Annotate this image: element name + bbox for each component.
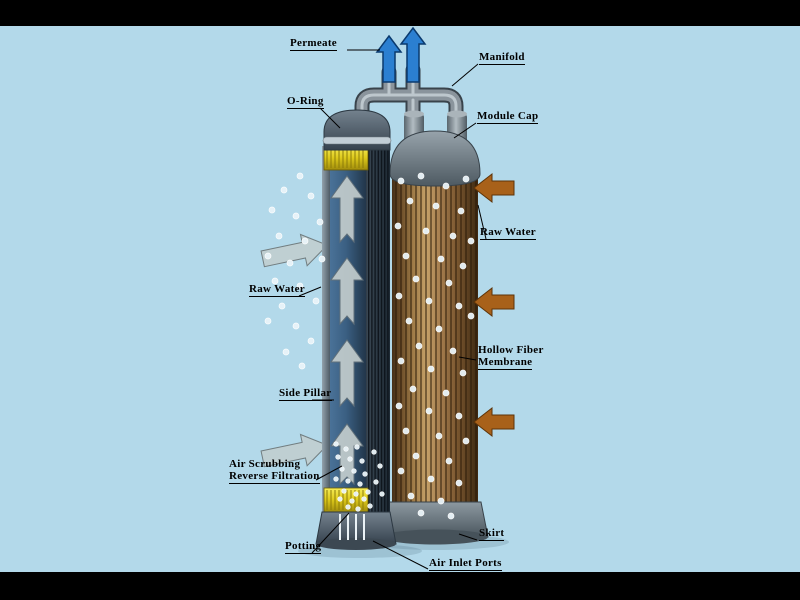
raw-water-inlet-arrows — [260, 233, 329, 468]
permeate-flow-arrows — [375, 26, 427, 83]
label-hollow-fiber-line1: Hollow Fiber — [478, 344, 544, 356]
bottom-letterbox-bar — [0, 572, 800, 600]
label-manifold: Manifold — [479, 51, 525, 65]
label-raw-water-right-text: Raw Water — [480, 226, 536, 240]
air-inlet-ports-leader-line — [372, 540, 429, 570]
raw-water-arrow-icon — [473, 172, 515, 204]
label-permeate-text: Permeate — [290, 37, 337, 51]
raw-water-right-leader-line — [477, 204, 487, 240]
label-o-ring-text: O-Ring — [287, 95, 324, 109]
o-ring-band — [322, 136, 392, 145]
permeate-arrow-up-icon — [375, 34, 403, 83]
label-air-scrubbing-line2: Reverse Filtration — [229, 470, 320, 484]
skirt-leader-line — [458, 533, 478, 541]
air-inlet-ports — [339, 514, 365, 540]
label-side-pillar: Side Pillar — [279, 387, 332, 401]
label-o-ring: O-Ring — [287, 95, 324, 109]
internal-upflow-arrows — [330, 175, 364, 486]
label-module-cap: Module Cap — [477, 110, 539, 124]
label-hollow-fiber-membrane: Hollow Fiber Membrane — [478, 344, 544, 370]
raw-water-flow-arrows — [473, 172, 515, 438]
air-bubbles — [264, 172, 475, 520]
label-air-inlet-ports-text: Air Inlet Ports — [429, 557, 502, 571]
label-raw-water-left: Raw Water — [249, 283, 305, 297]
module-cap-right — [389, 130, 481, 187]
label-skirt: Skirt — [479, 527, 505, 541]
left-membrane-module-cutaway — [315, 109, 397, 550]
manifold-pipes-icon — [354, 62, 464, 142]
label-skirt-text: Skirt — [479, 527, 505, 541]
fiber-strands-texture — [392, 170, 478, 510]
upflow-arrow-icon — [330, 257, 364, 326]
label-side-pillar-text: Side Pillar — [279, 387, 332, 401]
label-potting-text: Potting — [285, 540, 322, 554]
o-ring-leader-line — [319, 107, 341, 129]
label-raw-water-left-text: Raw Water — [249, 283, 305, 297]
label-manifold-text: Manifold — [479, 51, 525, 65]
top-letterbox-bar — [0, 0, 800, 26]
label-raw-water-right: Raw Water — [480, 226, 536, 240]
raw-water-left-leader-line — [298, 286, 322, 297]
label-air-scrubbing: Air Scrubbing Reverse Filtration — [229, 458, 320, 484]
label-potting: Potting — [285, 540, 322, 554]
label-air-scrubbing-line1: Air Scrubbing — [229, 458, 301, 470]
upflow-arrow-icon — [330, 339, 364, 408]
air-scrubbing-leader-line — [315, 465, 343, 481]
upflow-arrow-icon — [330, 175, 364, 244]
label-module-cap-text: Module Cap — [477, 110, 539, 124]
hollow-fiber-leader-line — [458, 356, 477, 361]
right-membrane-module — [381, 110, 489, 545]
upflow-arrow-icon — [330, 423, 364, 486]
permeate-arrow-up-icon — [399, 26, 427, 83]
module-cap-leader-line — [453, 122, 477, 139]
label-permeate: Permeate — [290, 37, 337, 51]
raw-water-arrow-icon — [473, 286, 515, 318]
potting-leader-line — [311, 512, 350, 554]
raw-water-inlet-arrow-icon — [260, 433, 329, 468]
side-pillar — [322, 146, 330, 512]
label-hollow-fiber-line2: Membrane — [478, 356, 533, 370]
raw-water-arrow-icon — [473, 406, 515, 438]
manifold-leader-line — [451, 63, 479, 87]
label-air-inlet-ports: Air Inlet Ports — [429, 557, 502, 571]
